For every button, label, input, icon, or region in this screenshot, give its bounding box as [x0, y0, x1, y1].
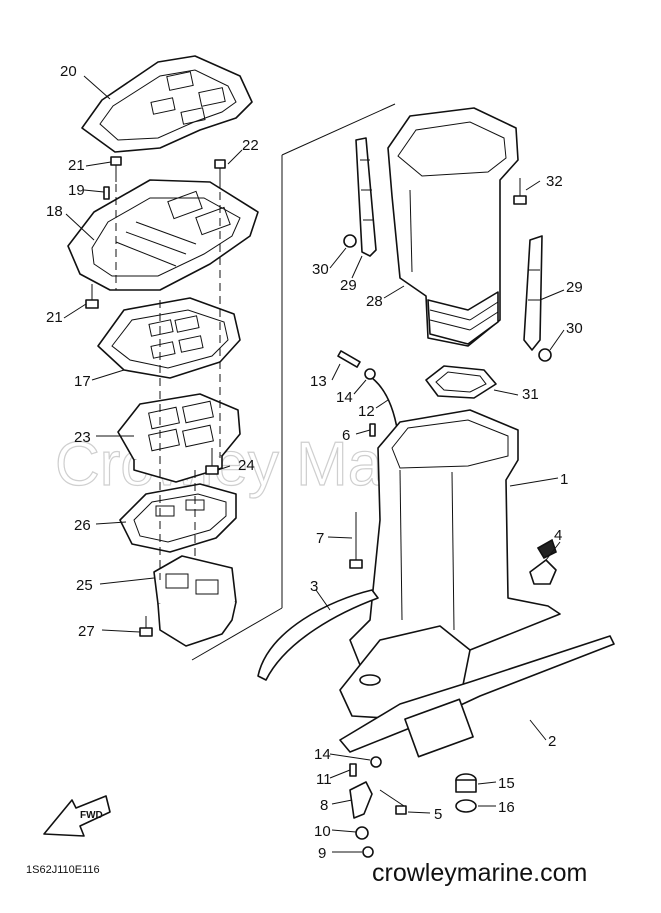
part-11-pin[interactable] [349, 763, 357, 777]
callout-7: 7 [316, 530, 324, 547]
part-5-nut[interactable] [379, 789, 407, 815]
callout-13: 13 [310, 373, 327, 390]
part-30-washer[interactable] [343, 234, 357, 248]
callout-24: 24 [238, 457, 255, 474]
callout-10: 10 [314, 823, 331, 840]
part-16-clamp[interactable] [455, 799, 477, 813]
part-25-exhaust-manifold[interactable] [153, 555, 237, 647]
fwd-label: FWD [80, 810, 103, 821]
callout-27: 27 [78, 623, 95, 640]
part-19-pin[interactable] [103, 186, 110, 200]
leader-lines [63, 75, 565, 853]
part-8-bracket[interactable] [349, 781, 373, 819]
part-14-clip[interactable] [364, 368, 376, 380]
callout-26: 26 [74, 517, 91, 534]
part-10-washer[interactable] [355, 826, 369, 840]
callout-9: 9 [318, 845, 326, 862]
part-9-nut[interactable] [362, 846, 374, 858]
callout-31: 31 [522, 386, 539, 403]
callout-18: 18 [46, 203, 63, 220]
callout-14: 14 [314, 746, 331, 763]
callout-1: 1 [560, 471, 568, 488]
part-15-grommet[interactable] [455, 773, 477, 793]
part-3-strip[interactable] [257, 589, 379, 681]
part-17-gasket[interactable] [97, 297, 241, 379]
callout-28: 28 [366, 293, 383, 310]
callout-21: 21 [68, 157, 85, 174]
callout-11: 11 [316, 771, 332, 788]
part-4-grommet[interactable] [529, 538, 557, 585]
callout-30: 30 [312, 261, 329, 278]
callout-14: 14 [336, 389, 353, 406]
part-18-exhaust-guide[interactable] [67, 179, 259, 291]
part-22-bolt[interactable] [214, 159, 226, 190]
part-23-plate[interactable] [117, 393, 241, 483]
callout-16: 16 [498, 799, 515, 816]
callout-32: 32 [546, 173, 563, 190]
part-31-gasket[interactable] [425, 365, 497, 399]
part-20-gasket[interactable] [81, 55, 253, 153]
callout-12: 12 [358, 403, 375, 420]
callout-20: 20 [60, 63, 77, 80]
callout-15: 15 [498, 775, 515, 792]
part-29-damper-right[interactable] [523, 235, 543, 351]
callout-19: 19 [68, 182, 85, 199]
callout-6: 6 [342, 427, 350, 444]
callout-8: 8 [320, 797, 328, 814]
callout-5: 5 [434, 806, 442, 823]
callout-23: 23 [74, 429, 91, 446]
part-32-bolt[interactable] [513, 178, 527, 205]
callout-30: 30 [566, 320, 583, 337]
part-14-clip-lower[interactable] [370, 756, 382, 768]
part-13-fitting[interactable] [337, 350, 361, 368]
site-credit: crowleymarine.com [372, 859, 587, 887]
callout-22: 22 [242, 137, 259, 154]
callout-4: 4 [554, 527, 562, 544]
frame-line [281, 103, 396, 156]
callouts: 20 22 21 19 18 21 17 23 24 26 25 27 32 3… [46, 63, 583, 862]
part-29-damper-left[interactable] [355, 137, 377, 257]
part-7-bolt[interactable] [349, 512, 363, 569]
part-27-bolt[interactable] [139, 616, 153, 637]
part-21-bolt-lower[interactable] [85, 284, 99, 309]
callout-3: 3 [310, 578, 318, 595]
callout-21: 21 [46, 309, 63, 326]
part-1-upper-casing[interactable] [339, 409, 561, 721]
part-21-bolt[interactable] [110, 156, 122, 182]
part-28-upper-casing[interactable] [387, 107, 519, 347]
callout-17: 17 [74, 373, 91, 390]
part-30-washer[interactable] [538, 348, 552, 362]
callout-29: 29 [566, 279, 583, 296]
part-26-gasket[interactable] [119, 483, 237, 553]
part-6-pin[interactable] [369, 423, 376, 437]
frame-line [191, 607, 283, 661]
fwd-arrow-icon: FWD [43, 795, 111, 837]
diagram-code: 1S62J110E116 [26, 864, 100, 876]
callout-2: 2 [548, 733, 556, 750]
callout-29: 29 [340, 277, 357, 294]
part-2-strip-end [404, 698, 474, 758]
callout-25: 25 [76, 577, 93, 594]
